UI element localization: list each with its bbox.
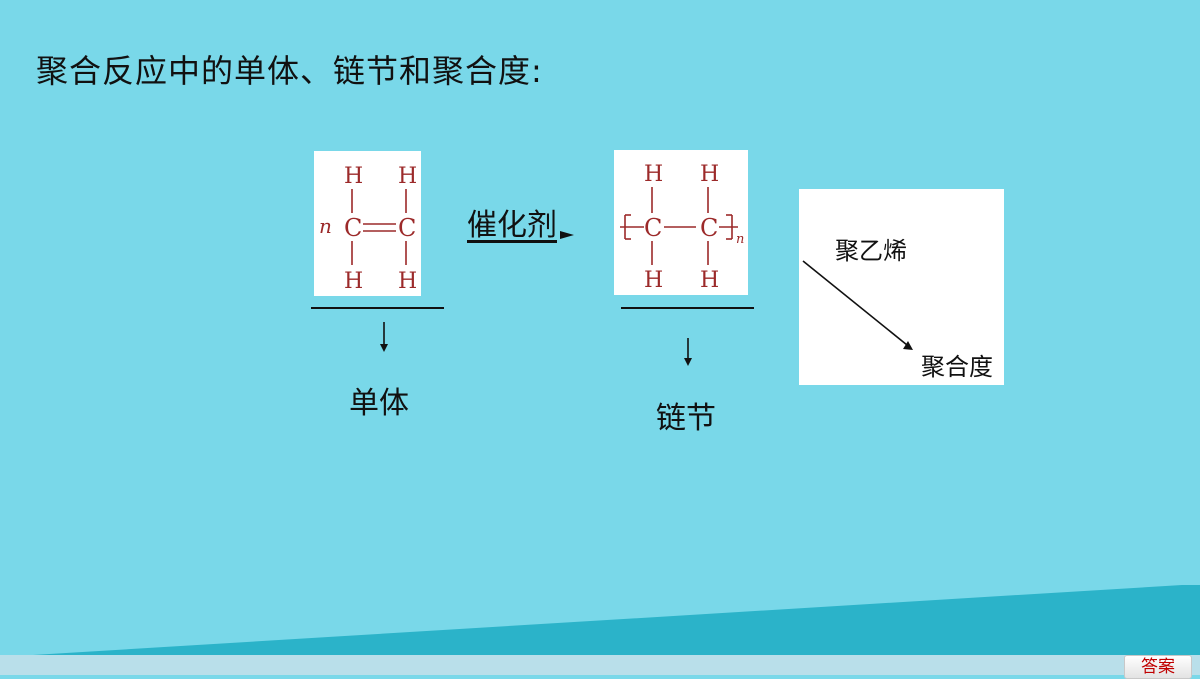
- page-title: 聚合反应中的单体、链节和聚合度:: [36, 52, 543, 90]
- polymer-h-top-right: H: [700, 162, 719, 187]
- polyethylene-label: 聚乙烯: [835, 237, 907, 265]
- polymer-c-right: C: [700, 214, 718, 242]
- polymer-subscript: n: [736, 232, 744, 247]
- catalyst-label: 催化剂: [467, 208, 557, 243]
- monomer-c-left: C: [344, 214, 362, 242]
- monomer-c-right: C: [398, 214, 416, 242]
- monomer-h-top-left: H: [344, 164, 363, 189]
- monomer-h-top-right: H: [398, 164, 417, 189]
- polymer-structure: H H C C n H H: [614, 150, 748, 295]
- polymer-h-bottom-right: H: [700, 268, 719, 293]
- monomer-structure: H H n C C H H: [314, 151, 421, 296]
- degree-arrow-icon: [802, 260, 913, 350]
- monomer-label: 单体: [349, 386, 409, 421]
- degree-of-polymerization-label: 聚合度: [921, 353, 993, 381]
- polymer-h-bottom-left: H: [644, 268, 663, 293]
- monomer-h-bottom-left: H: [344, 269, 363, 294]
- monomer-h-bottom-right: H: [398, 269, 417, 294]
- answer-button[interactable]: 答案: [1124, 655, 1192, 679]
- repeat-unit-label: 链节: [656, 401, 716, 436]
- monomer-coefficient: n: [319, 214, 332, 238]
- polymer-c-left: C: [644, 214, 662, 242]
- polymer-h-top-left: H: [644, 162, 663, 187]
- polymer-note-box: 聚乙烯 聚合度: [799, 189, 1004, 385]
- reaction-arrow-icon: [560, 231, 574, 239]
